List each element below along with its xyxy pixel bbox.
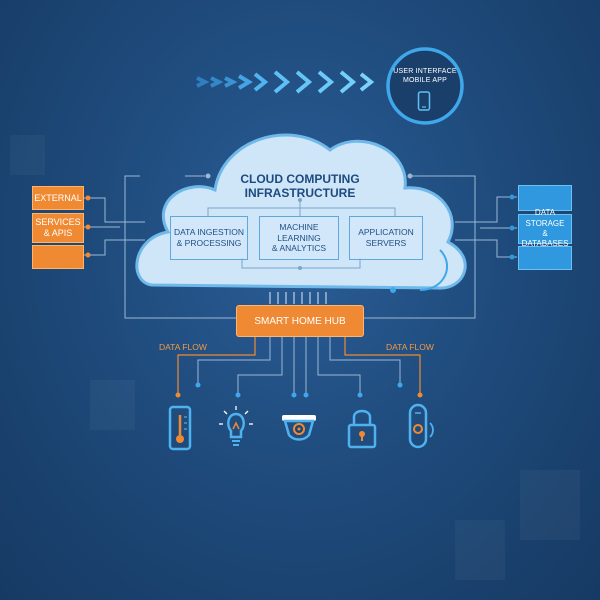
service-line: & ANALYTICS: [271, 243, 327, 254]
cloud-title-line1: CLOUD COMPUTING: [240, 172, 360, 186]
right-top-box[interactable]: [518, 185, 572, 211]
ui-panel-line2: MOBILE APP: [402, 76, 448, 84]
frame-lines: [124, 175, 476, 319]
data-flow-right: DATA FLOW: [386, 342, 434, 352]
service-line: APPLICATION: [358, 227, 414, 238]
right-bottom-box[interactable]: [518, 246, 572, 270]
bg-tile: [520, 470, 580, 540]
smart-speaker-icon[interactable]: [400, 403, 440, 449]
ui-circle: [386, 47, 464, 125]
services-apis-box[interactable]: SERVICES & APIS: [32, 213, 84, 243]
thermometer-icon[interactable]: [160, 405, 200, 451]
hub-label: SMART HOME HUB: [254, 315, 346, 327]
cloud-shape: [135, 133, 467, 290]
smart-home-hub[interactable]: SMART HOME HUB: [236, 305, 364, 337]
service-application-servers[interactable]: APPLICATION SERVERS: [349, 216, 423, 260]
left-empty-box[interactable]: [32, 245, 84, 269]
apis-label: & APIS: [43, 228, 73, 238]
data-flow-left: DATA FLOW: [159, 342, 207, 352]
security-camera-icon[interactable]: [279, 405, 319, 451]
ui-panel-line1: USER INTERFACE: [393, 68, 457, 75]
services-label: SERVICES: [35, 217, 81, 228]
bg-tile: [10, 135, 45, 175]
ui-panel-title[interactable]: USER INTERFACE MOBILE APP: [392, 68, 458, 86]
service-line: DATA INGESTION: [173, 227, 245, 238]
service-data-ingestion[interactable]: DATA INGESTION & PROCESSING: [170, 216, 248, 260]
phone-icon: [417, 91, 431, 111]
service-machine-learning[interactable]: MACHINE LEARNING & ANALYTICS: [259, 216, 339, 260]
cloud-title-line2: INFRASTRUCTURE: [244, 186, 356, 201]
databases-label: & DATABASES: [521, 229, 569, 249]
bg-tile: [90, 380, 135, 430]
service-line: & PROCESSING: [176, 238, 242, 248]
service-line: LEARNING: [277, 232, 321, 243]
service-line: MACHINE: [279, 222, 319, 233]
flow-arrows: [196, 70, 375, 94]
lock-icon[interactable]: [342, 405, 382, 451]
lightbulb-icon[interactable]: [216, 405, 256, 451]
bg-tile: [455, 520, 505, 580]
external-box[interactable]: EXTERNAL: [32, 186, 84, 210]
service-line: SERVERS: [365, 238, 407, 248]
data-storage-box[interactable]: DATA STORAGE & DATABASES: [518, 208, 572, 248]
cloud-title: CLOUD COMPUTING INFRASTRUCTURE: [215, 172, 385, 201]
data-storage-label: DATA STORAGE: [525, 208, 565, 228]
external-label: EXTERNAL: [34, 192, 82, 203]
